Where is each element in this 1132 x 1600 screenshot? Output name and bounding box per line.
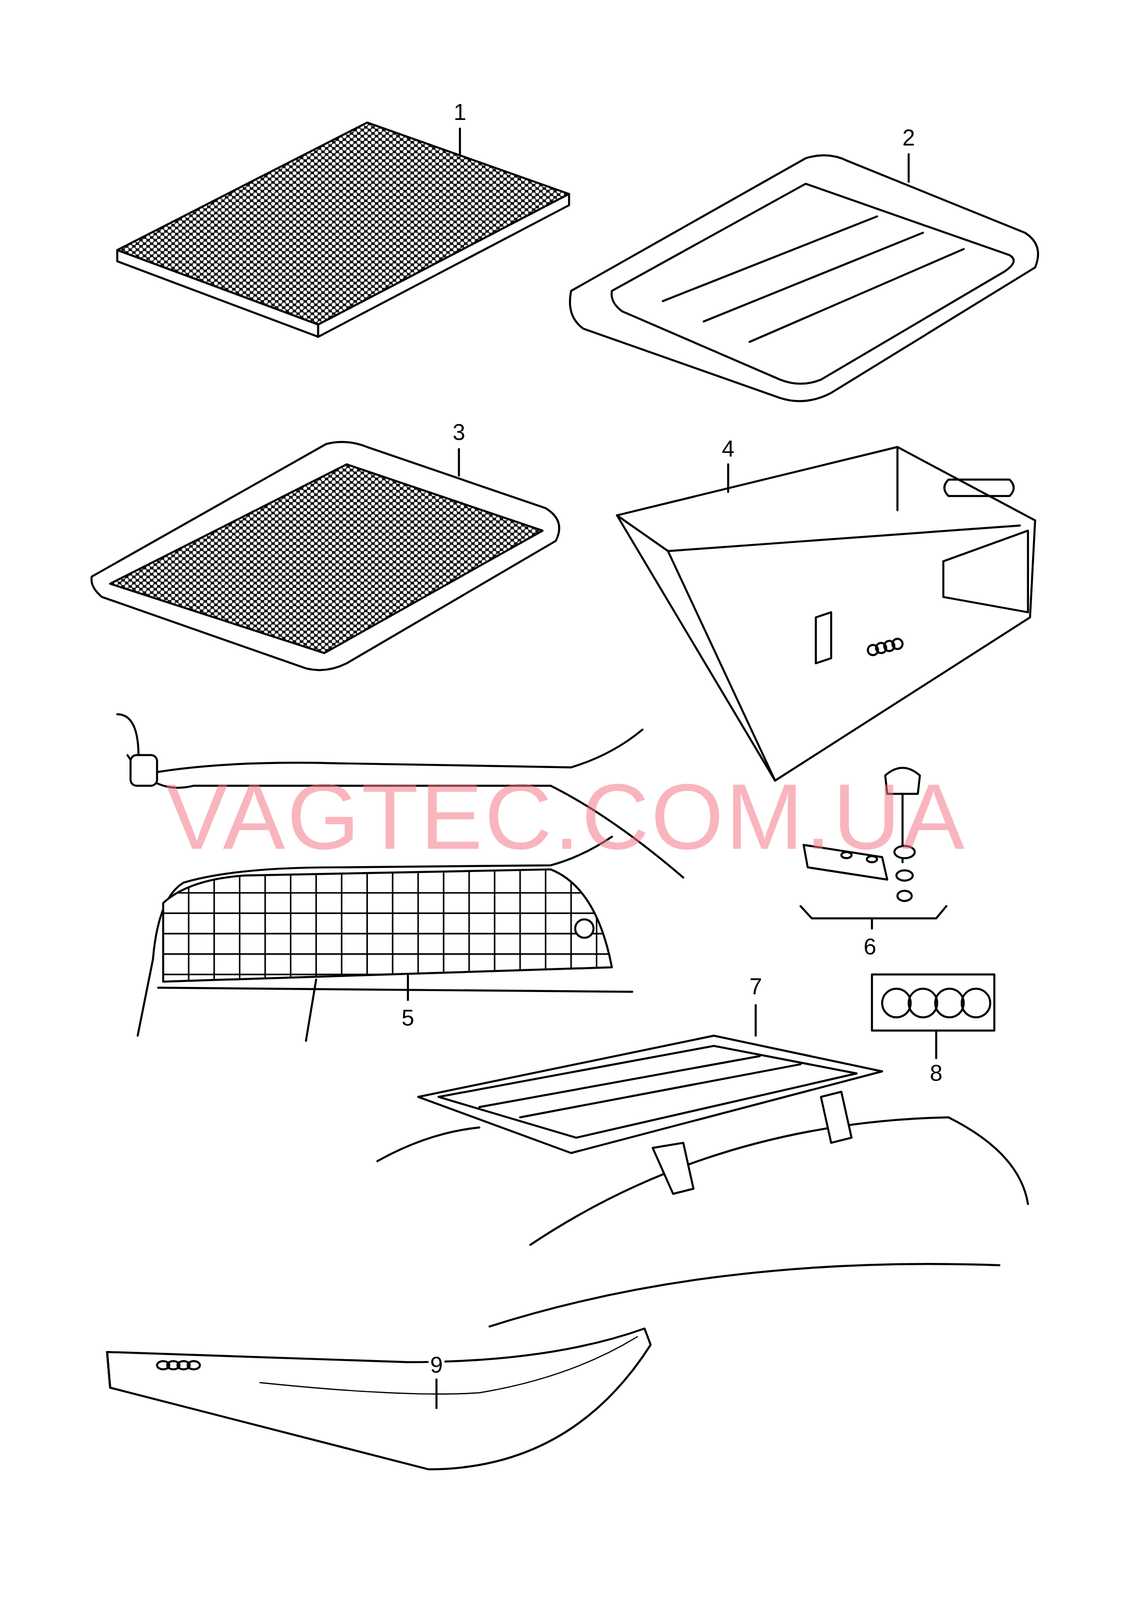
callout-number: 7 <box>747 973 765 999</box>
callout-number: 9 <box>428 1352 445 1377</box>
callout-number: 3 <box>450 419 468 445</box>
callout-number: 8 <box>928 1060 945 1086</box>
callout-number: 4 <box>719 436 737 461</box>
callout-number: 6 <box>861 934 879 959</box>
callout-number: 1 <box>451 99 469 125</box>
watermark: VAGTEC.COM.UA <box>165 769 967 863</box>
callout-number: 2 <box>900 125 917 150</box>
callout-number: 5 <box>399 1005 417 1030</box>
